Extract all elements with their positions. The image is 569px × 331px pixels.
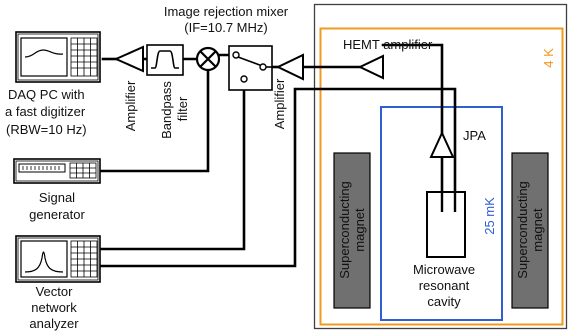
switch-contact-bottom [240,75,248,83]
hemt-amplifier-symbol [357,54,384,80]
signal-generator-instrument [13,158,101,184]
vna-label-line3: analyzer [29,316,79,331]
bandpass-filter-label-line1: Bandpass [159,81,174,139]
magnet-left-label-line1: Superconducting [337,181,352,279]
daq-label-line2: a fast digitizer [5,104,86,119]
daq-label-line1: DAQ PC with [8,87,85,102]
cryostat-frame [313,3,568,330]
superconducting-magnet-left [333,152,371,309]
amplifier-left-symbol [113,45,144,73]
vna-label-line1: Vector [36,284,74,299]
vna-label-line2: network [31,300,77,315]
mixer-title-label: Image rejection mixer [164,4,289,19]
jpa-label: JPA [463,128,486,143]
signal-generator-label-line1: Signal [39,190,75,205]
daq-pc-instrument [15,31,101,83]
bandpass-filter-label-line2: filter [175,96,190,121]
amplifier-right-label: Amplifier [272,78,287,129]
signal-generator-label-line2: generator [29,207,85,222]
bandpass-filter-box [146,44,184,76]
switch-contact-top [232,51,240,59]
microwave-cavity [426,191,466,258]
stage-25mk-label: 25 mK [482,197,497,235]
vector-network-analyzer-instrument [15,235,101,283]
superconducting-magnet-right [511,152,549,309]
wire-vna-to-cavity [99,87,457,268]
bandpass-filter-curve [151,50,179,69]
jpa-symbol [429,130,455,158]
wire-vna-to-switch [99,88,246,251]
hemt-amplifier-label: HEMT amplifier [343,37,433,52]
wire-jpa-to-hemt [381,43,444,135]
amplifier-left-label: Amplifier [123,80,138,131]
wire-generator-to-mixer [99,68,210,173]
switch-lever [237,56,262,67]
mixer-if-label: (IF=10.7 MHz) [184,20,267,35]
daq-label-line3: (RBW=10 Hz) [6,122,87,137]
magnet-right-label-line1: Superconducting [515,181,530,279]
cavity-label-line1: Microwave [413,262,475,277]
mixer-cross-b [199,50,217,68]
stage-4k-box [319,27,564,326]
cavity-label-line2: resonant [419,278,470,293]
magnet-left-label-line2: magnet [352,208,367,252]
cavity-label-line3: cavity [427,294,461,309]
stage-4k-label: 4 K [541,48,556,68]
amplifier-right-symbol [275,53,304,81]
magnet-right-label-line2: magnet [530,208,545,252]
